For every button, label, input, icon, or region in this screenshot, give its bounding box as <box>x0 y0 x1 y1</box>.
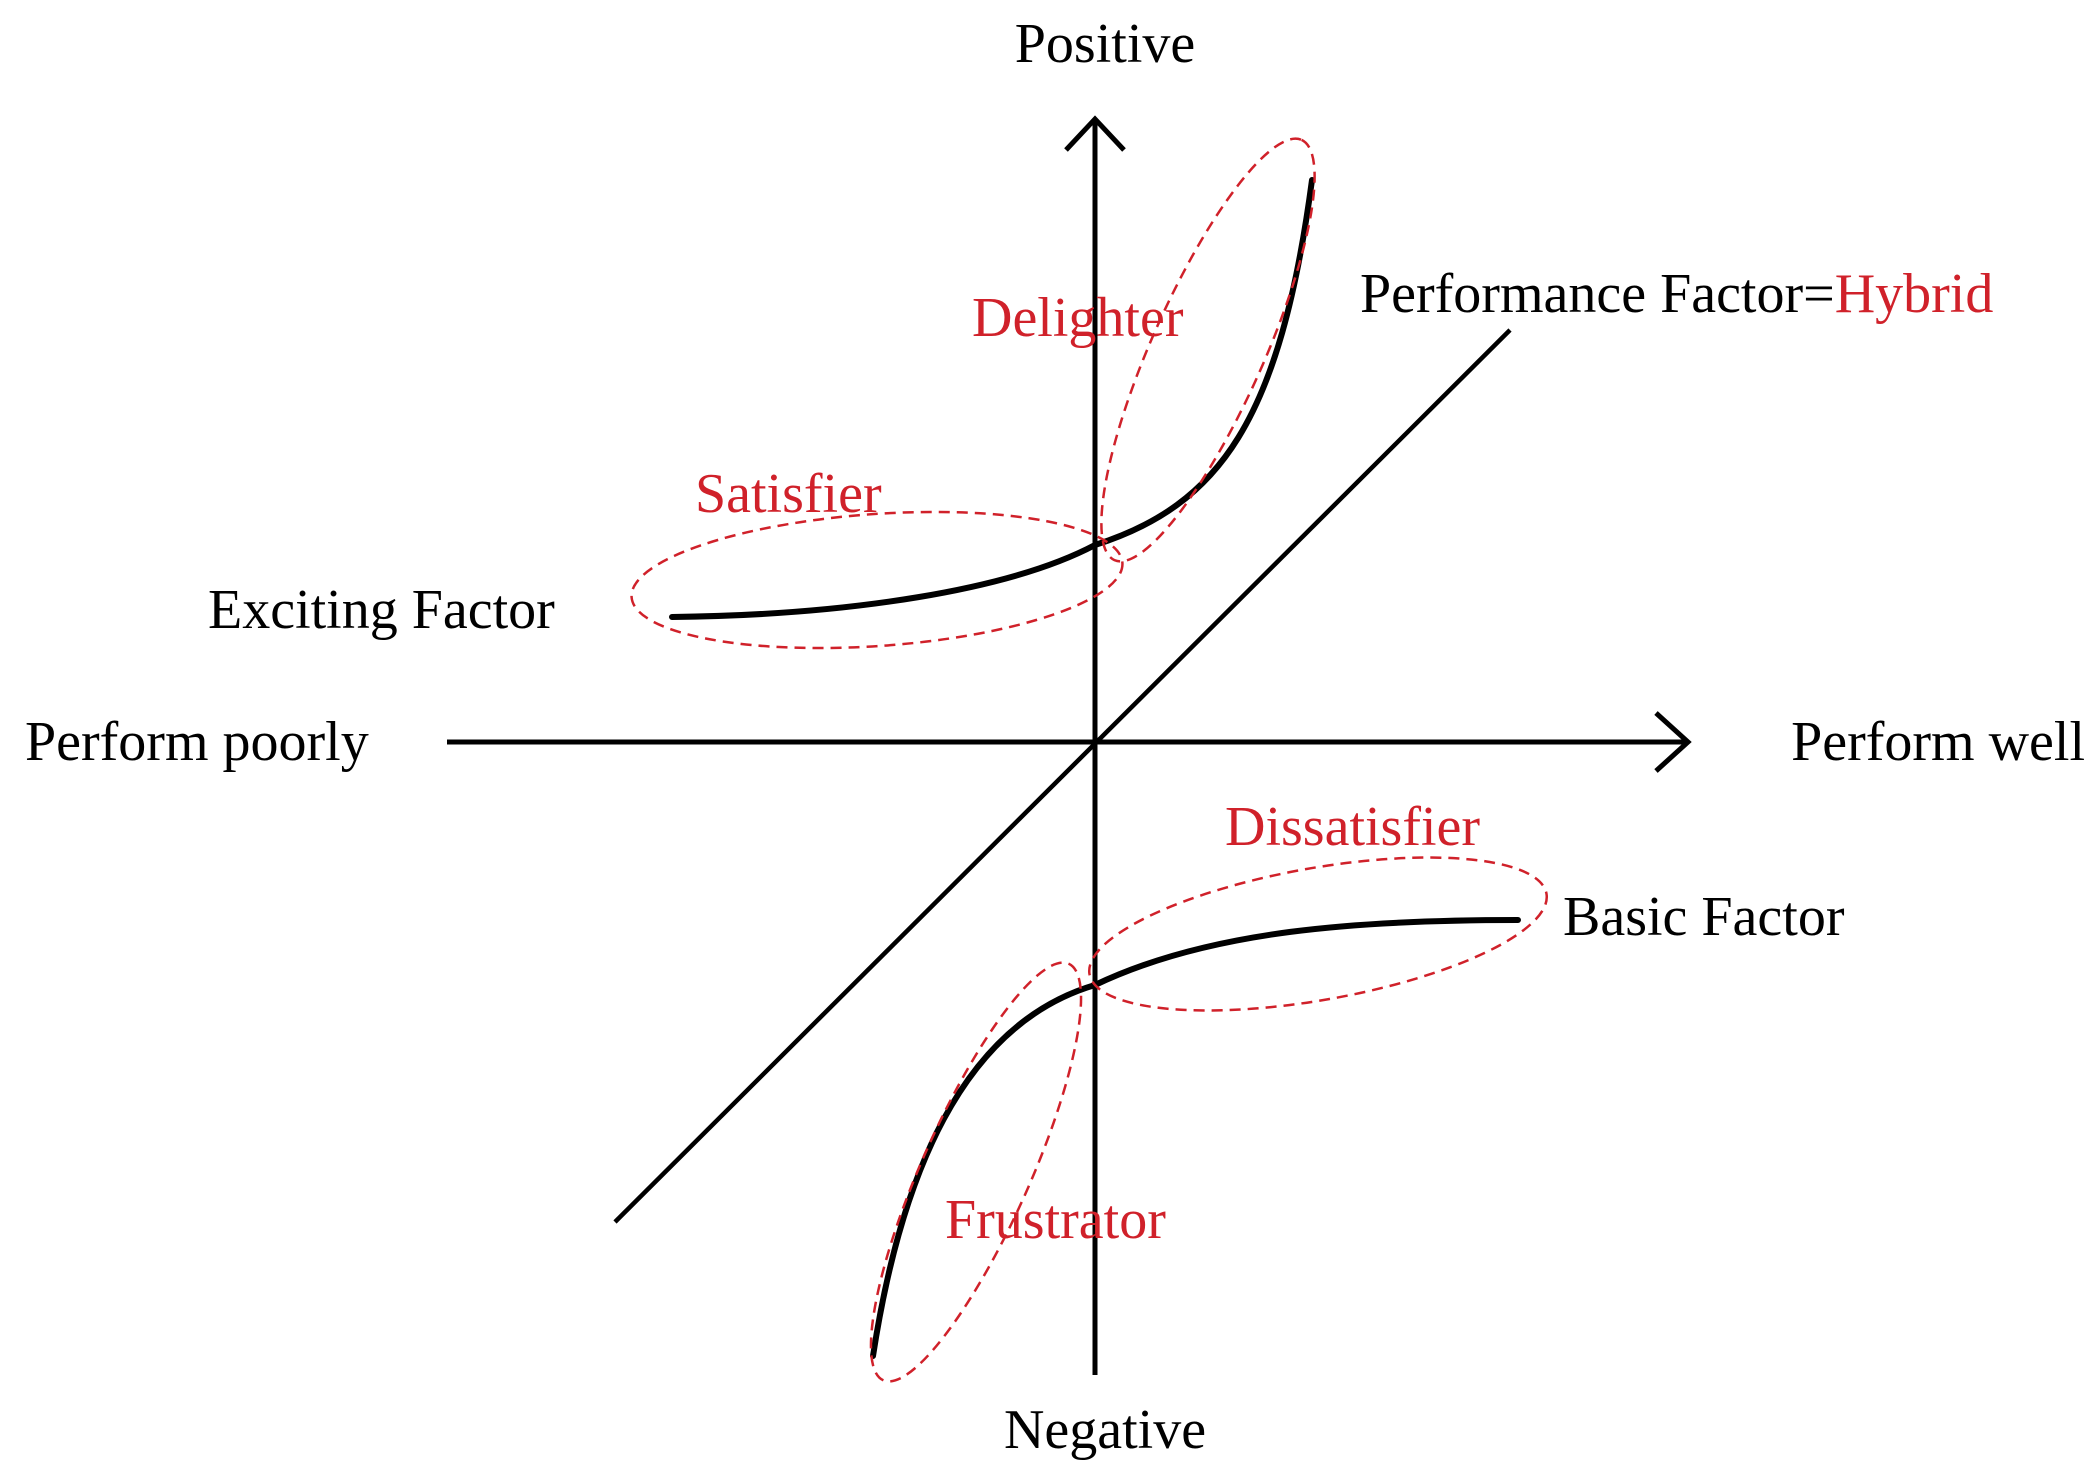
delighter-region-ellipse <box>1100 137 1316 563</box>
basic-factor-label: Basic Factor <box>1563 886 1845 948</box>
basic-factor-curve <box>870 917 1521 1359</box>
dissatisfier-region-ellipse <box>1087 856 1549 1012</box>
horizontal-axis-arrowhead <box>1654 711 1692 773</box>
negative-label: Negative <box>1004 1399 1206 1461</box>
positive-label: Positive <box>1015 13 1195 75</box>
performance-factor-label: Performance Factor=Hybrid <box>1360 263 1993 325</box>
perform-well-label: Perform well <box>1791 711 2085 773</box>
exciting-factor-label: Exciting Factor <box>208 579 555 641</box>
exciting-factor-curve <box>669 177 1315 620</box>
performance-factor-line <box>613 328 1512 1224</box>
satisfier-label: Satisfier <box>695 463 882 525</box>
frustrator-label: Frustrator <box>945 1189 1166 1251</box>
vertical-axis-arrowhead <box>1064 115 1126 152</box>
performance-factor-text: Performance Factor= <box>1360 263 1835 325</box>
dissatisfier-label: Dissatisfier <box>1225 796 1480 858</box>
delighter-label: Delighter <box>972 287 1184 349</box>
hybrid-text: Hybrid <box>1835 263 1994 325</box>
frustrator-region-ellipse <box>869 961 1083 1383</box>
satisfier-region-ellipse <box>630 510 1124 650</box>
perform-poorly-label: Perform poorly <box>25 711 369 773</box>
